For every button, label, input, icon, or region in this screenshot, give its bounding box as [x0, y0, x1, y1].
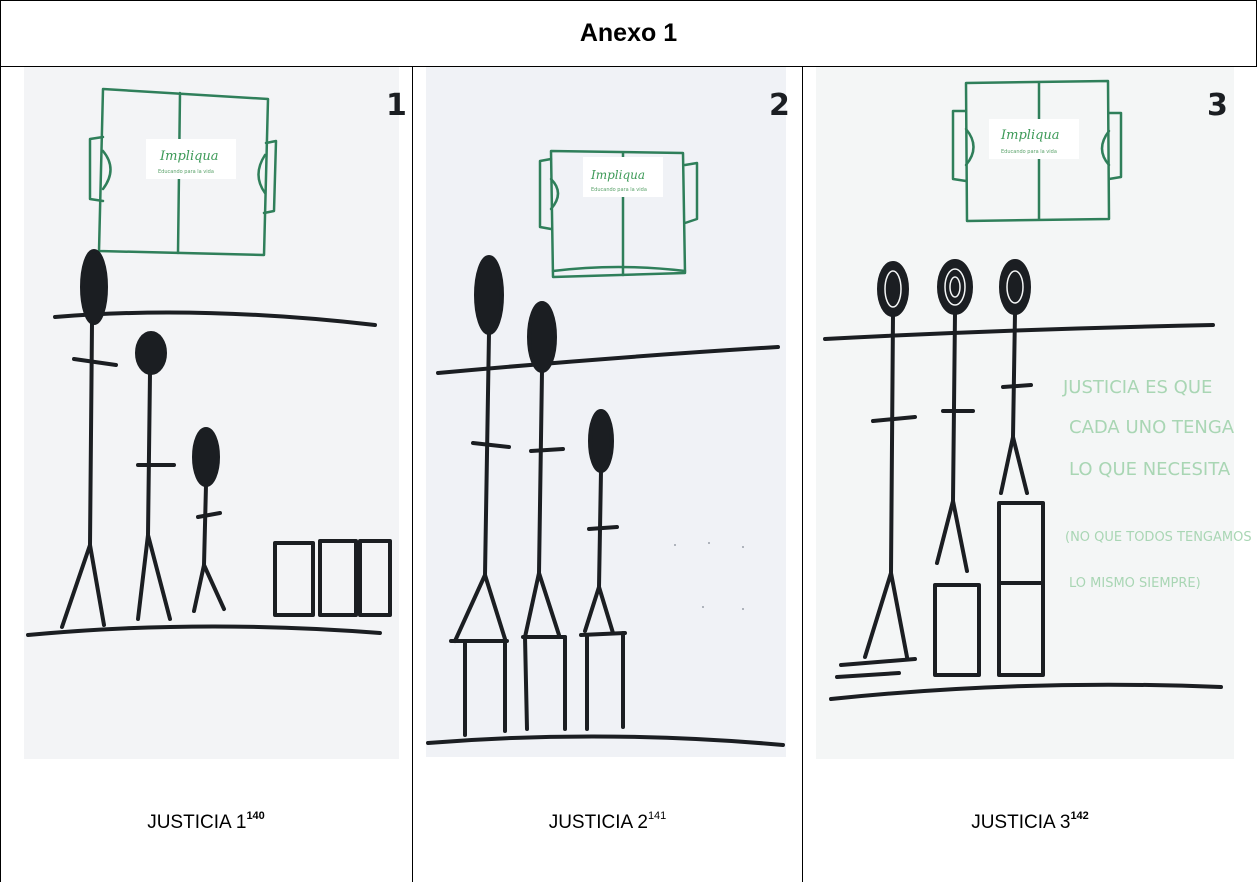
table-border-left	[0, 0, 1, 882]
panel-number: 2	[769, 88, 790, 123]
justice-drawing-3: 3 Impliqua Educando para la vida	[816, 67, 1252, 759]
panel-caption: JUSTICIA 1140	[0, 810, 412, 834]
justice-drawing-2: 2 Impliqua Educando para la vida	[426, 67, 790, 757]
caption-text: JUSTICIA 1	[147, 812, 247, 833]
header-row-divider	[0, 66, 1257, 67]
logo-tagline: Educando para la vida	[158, 169, 214, 175]
logo-text: Impliqua	[159, 149, 219, 164]
stick-figures	[26, 249, 392, 637]
caption-text: JUSTICIA 3	[971, 812, 1071, 833]
stick-figures	[823, 259, 1223, 701]
panel-caption: JUSTICIA 2141	[413, 810, 802, 834]
logo-tagline: Educando para la vida	[1001, 149, 1057, 155]
logo-text: Impliqua	[590, 168, 645, 182]
panel-justicia-2: 2 Impliqua Educando para la vida	[413, 67, 802, 882]
logo-text: Impliqua	[1000, 128, 1060, 143]
panel-justicia-1: 1 Impliqua Educando para la vida	[0, 67, 412, 882]
handwritten-note: JUSTICIA ES QUE CADA UNO TENGA LO QUE NE…	[1062, 377, 1252, 591]
annex-title: Anexo 1	[579, 18, 678, 47]
logo-tagline: Educando para la vida	[591, 187, 647, 193]
table-border-top	[0, 0, 1257, 1]
footnote-ref: 142	[1070, 810, 1089, 822]
justice-drawing-1: 1 Impliqua Educando para la vida	[24, 67, 407, 759]
footnote-ref: 141	[647, 810, 667, 822]
column-divider-2	[802, 66, 803, 882]
panel-number: 3	[1207, 88, 1228, 123]
faint-marks	[674, 542, 744, 610]
note-line: LO MISMO SIEMPRE)	[1069, 576, 1201, 591]
note-line: LO QUE NECESITA	[1069, 459, 1231, 480]
panel-number: 1	[386, 88, 407, 123]
caption-text: JUSTICIA 2	[548, 812, 648, 833]
panel-justicia-3: 3 Impliqua Educando para la vida	[803, 67, 1257, 882]
panel-caption: JUSTICIA 3142	[803, 810, 1257, 834]
column-divider-1	[412, 66, 413, 882]
note-line: (NO QUE TODOS TENGAMOS	[1065, 530, 1252, 545]
footnote-ref: 140	[246, 810, 265, 822]
note-line: CADA UNO TENGA	[1069, 417, 1235, 438]
stick-figures	[426, 255, 785, 747]
note-line: JUSTICIA ES QUE	[1062, 377, 1212, 398]
